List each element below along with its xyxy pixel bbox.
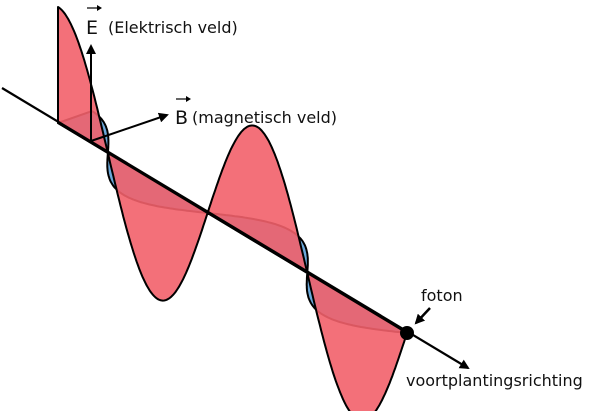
- propagation-direction-label: voortplantingsrichting: [406, 371, 583, 390]
- photon-label: foton: [421, 286, 463, 305]
- propagation-axis: [1, 87, 470, 370]
- e-field-symbol: E: [86, 17, 98, 39]
- e-field-label: (Elektrisch veld): [108, 18, 238, 37]
- b-field-symbol: B: [175, 107, 188, 129]
- photon-pointer-arrow: [414, 307, 431, 325]
- e-vector-accent-arrow: [87, 5, 102, 11]
- b-vector-accent-arrow: [176, 96, 191, 102]
- photon-dot: [400, 326, 414, 340]
- b-field-label: (magnetisch veld): [192, 108, 337, 127]
- magnetic-field-vector-arrow: [90, 112, 169, 142]
- electric-field-wave: [57, 6, 408, 411]
